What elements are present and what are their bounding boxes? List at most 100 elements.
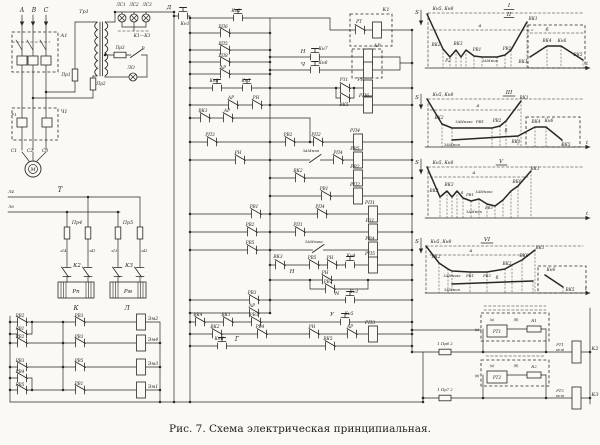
- component-label: R2: [530, 364, 537, 369]
- component-label: Ч1: [60, 109, 67, 115]
- component-label: РВ1: [472, 47, 482, 52]
- component-label: РВ2: [482, 273, 491, 278]
- component-label: РП2: [349, 182, 360, 188]
- component-label: ВК2: [431, 42, 441, 47]
- contact-gap: [17, 388, 27, 392]
- contact-blade: [16, 328, 28, 335]
- component-label: ВК1: [519, 95, 529, 100]
- junction-dot: [8, 388, 12, 392]
- contact-blade: [339, 92, 351, 99]
- junction-dot: [268, 230, 272, 234]
- component-label: С3: [42, 148, 48, 154]
- junction-dot: [410, 344, 414, 348]
- component-label: РЗ1: [339, 78, 348, 83]
- component-label: ВК3: [272, 255, 282, 260]
- junction-dot: [188, 332, 192, 336]
- component-label: К: [72, 304, 79, 312]
- component-label: ВК3: [453, 41, 463, 46]
- component-label: ЗАМмакс: [305, 240, 323, 244]
- junction-dot: [410, 103, 414, 107]
- contact-gap: [340, 86, 350, 90]
- junction-dot: [366, 278, 370, 282]
- junction-dot: [61, 365, 65, 369]
- component-label: б: [505, 127, 508, 134]
- lamp-cross: [118, 14, 126, 22]
- component-label: РВ3: [15, 359, 25, 364]
- junction-dot: [188, 31, 192, 35]
- wire: [21, 151, 30, 162]
- junction-dot: [65, 210, 69, 214]
- relay-coil: [353, 187, 363, 205]
- junction-dot: [188, 212, 192, 216]
- component-label: РП1: [292, 223, 302, 228]
- component-label: РВ2: [323, 280, 333, 285]
- junction-dot: [410, 230, 414, 234]
- contact-gap: [220, 48, 230, 52]
- junction-dot: [268, 278, 272, 282]
- contact-gap: [223, 116, 233, 120]
- component-label: (в): [475, 374, 480, 378]
- component-label: ВК1: [528, 16, 538, 21]
- component-label: Кн5: [344, 312, 354, 317]
- component-label: ВК3: [444, 182, 454, 187]
- switch-blade: [312, 244, 325, 253]
- component-label: (в): [475, 328, 480, 332]
- contact-blade: [248, 307, 260, 314]
- contact-gap: [223, 320, 233, 324]
- component-label: РВ2: [484, 205, 493, 210]
- junction-dot: [544, 396, 548, 400]
- fuse-symbol: [438, 394, 452, 402]
- junction-dot: [308, 140, 312, 144]
- arrowhead: [418, 248, 424, 253]
- junction-dot: [158, 341, 162, 345]
- contact-gap: [313, 140, 323, 144]
- button-gap: [217, 344, 227, 348]
- contact-gap: [75, 320, 85, 324]
- component-label: Ч: [301, 62, 306, 68]
- junction-dot: [172, 14, 176, 18]
- contact-blade: [82, 266, 90, 278]
- fuse-symbol: [71, 68, 79, 82]
- contact-gap: [295, 230, 305, 234]
- junction-dot: [158, 400, 162, 404]
- cyclogram-curve: [425, 245, 536, 273]
- button-gap: [233, 16, 243, 20]
- contact-gap: [207, 140, 217, 144]
- contact-gap: [247, 230, 257, 234]
- transformer-primary-winding: [94, 21, 99, 77]
- component-label: РВ2: [502, 46, 512, 51]
- contact-gap: [17, 332, 27, 336]
- component-label: S: [415, 160, 419, 166]
- component-label: С2: [27, 148, 33, 154]
- component-label: РВ5: [15, 383, 25, 388]
- arrowhead: [418, 20, 424, 25]
- component-label: Д: [166, 5, 172, 11]
- component-label: Пр5: [122, 220, 133, 226]
- junction-dot: [268, 212, 272, 216]
- junction-dot: [410, 350, 414, 354]
- component-box: [40, 55, 52, 66]
- junction-dot: [268, 48, 272, 52]
- component-box: [526, 371, 542, 379]
- component-label: РВ1: [465, 273, 474, 278]
- component-label: РП4: [349, 128, 360, 134]
- cyclogram-curve: [451, 280, 534, 285]
- contact-gap: [17, 376, 27, 380]
- component-label: АР: [219, 66, 226, 71]
- junction-dot: [8, 341, 12, 345]
- junction-dot: [268, 158, 272, 162]
- component-label: t: [586, 140, 589, 146]
- switch-gap: [310, 158, 320, 162]
- button-gap: [242, 86, 252, 90]
- contact-gap: [200, 116, 210, 120]
- contact-blade: [16, 372, 28, 379]
- contact-blade: [321, 274, 333, 281]
- component-label: Кн5, Кн8: [432, 7, 454, 12]
- component-label: ВК5: [565, 287, 575, 292]
- component-label: РП4: [314, 205, 325, 210]
- relay-coil: [363, 79, 373, 97]
- component-label: РВ1: [15, 327, 25, 332]
- component-label: ВК2: [209, 325, 219, 330]
- junction-dot: [188, 86, 192, 90]
- contact-blade: [250, 208, 262, 215]
